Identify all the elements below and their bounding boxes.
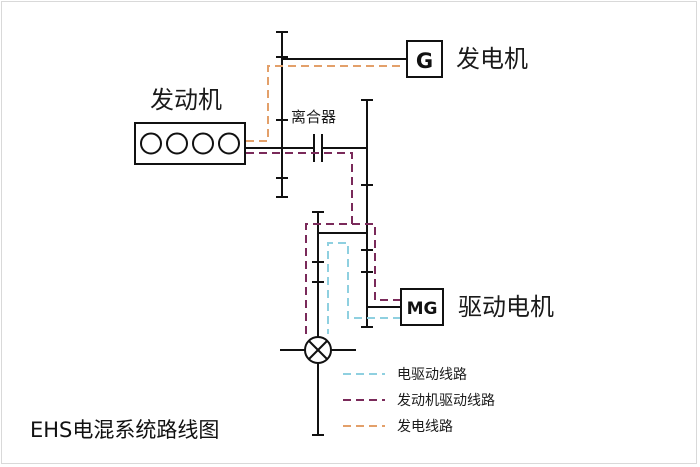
clutch-label: 离合器	[291, 108, 336, 126]
engine-drive-path	[246, 152, 401, 334]
differential-icon	[304, 336, 332, 364]
motor-label: 驱动电机	[458, 293, 554, 321]
generator-label: 发电机	[456, 45, 528, 73]
legend-label-electric: 电驱动线路	[397, 367, 467, 383]
legend-label-engine: 发动机驱动线路	[397, 393, 495, 409]
motor-symbol: MG	[407, 299, 438, 319]
mechanical-shafts	[244, 31, 407, 436]
engine-label: 发动机	[150, 86, 222, 114]
diagram-title: EHS电混系统路线图	[30, 418, 219, 442]
generation-path	[246, 65, 400, 142]
generator-box: G	[406, 40, 443, 78]
engine-icon	[134, 122, 246, 165]
legend-label-generation: 发电线路	[397, 419, 453, 435]
generator-symbol: G	[416, 49, 433, 73]
motor-box: MG	[400, 288, 444, 326]
electric-drive-path	[327, 242, 401, 334]
